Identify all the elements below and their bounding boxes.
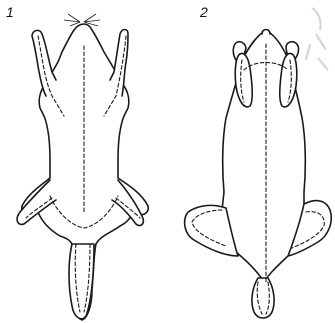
figure-2-snout	[262, 30, 270, 35]
watermark	[306, 8, 328, 70]
figure-1-rat	[17, 14, 148, 320]
figure-2-skinned-body	[185, 30, 332, 319]
figure-2-tail	[252, 278, 274, 318]
